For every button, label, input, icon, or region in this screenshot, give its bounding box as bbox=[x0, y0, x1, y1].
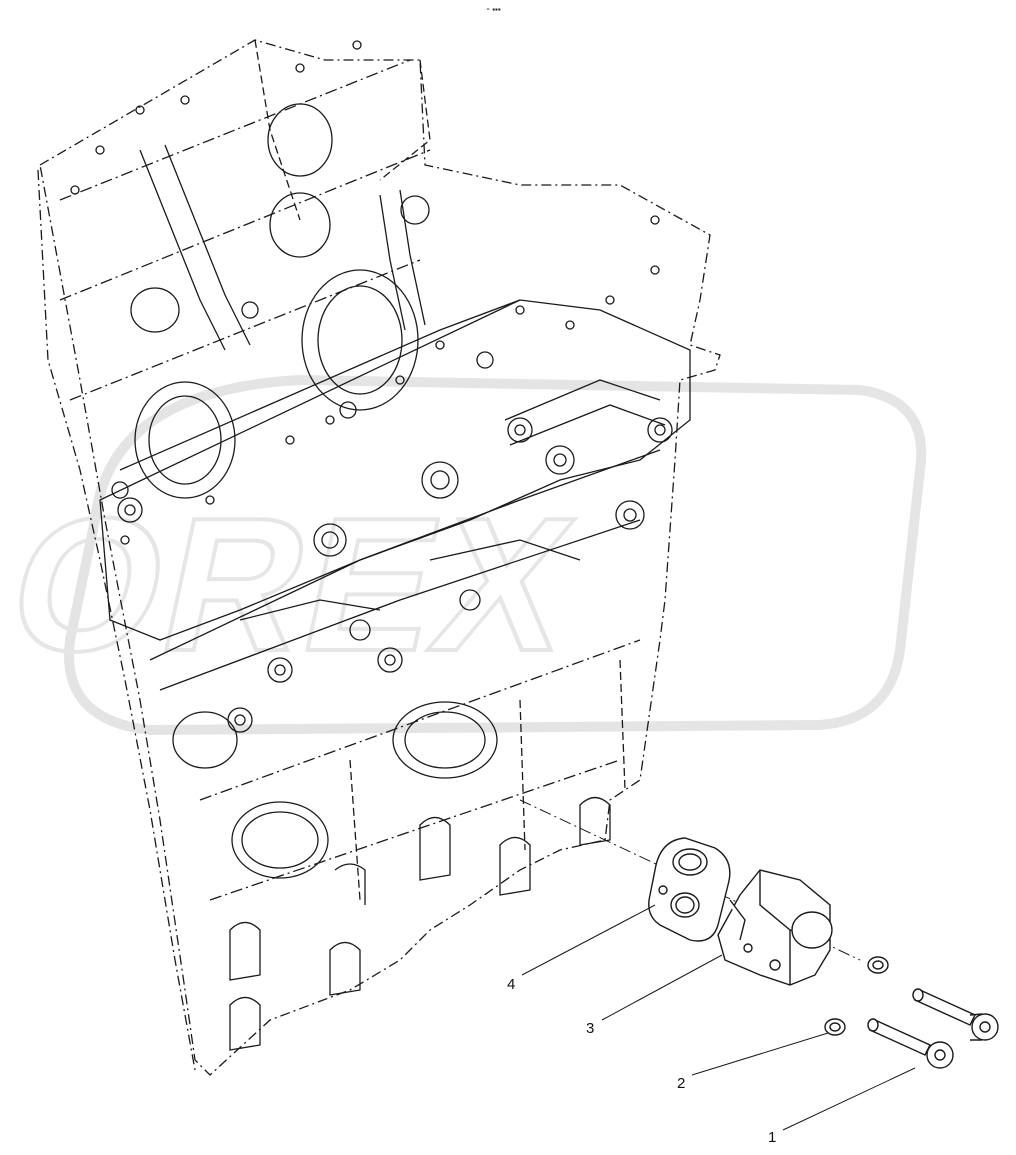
header-mark: ⁃ ▪▪▪ bbox=[486, 5, 501, 14]
leader-line-3 bbox=[601, 954, 723, 1021]
leader-lines bbox=[521, 904, 916, 1131]
watermark: OREX bbox=[0, 374, 927, 736]
cap-screws bbox=[867, 988, 999, 1069]
watermark-text: OREX bbox=[0, 478, 593, 691]
callout-2: 2 bbox=[677, 1075, 685, 1092]
housing bbox=[717, 869, 833, 986]
callout-3: 3 bbox=[586, 1020, 594, 1037]
gasket bbox=[648, 837, 731, 942]
callout-1: 1 bbox=[768, 1129, 776, 1146]
washers bbox=[824, 956, 889, 1036]
leader-line-1 bbox=[782, 1067, 916, 1131]
callout-4: 4 bbox=[507, 976, 515, 993]
engine-block bbox=[37, 39, 721, 1076]
leader-line-4 bbox=[521, 904, 656, 976]
leader-line-2 bbox=[691, 1032, 829, 1076]
